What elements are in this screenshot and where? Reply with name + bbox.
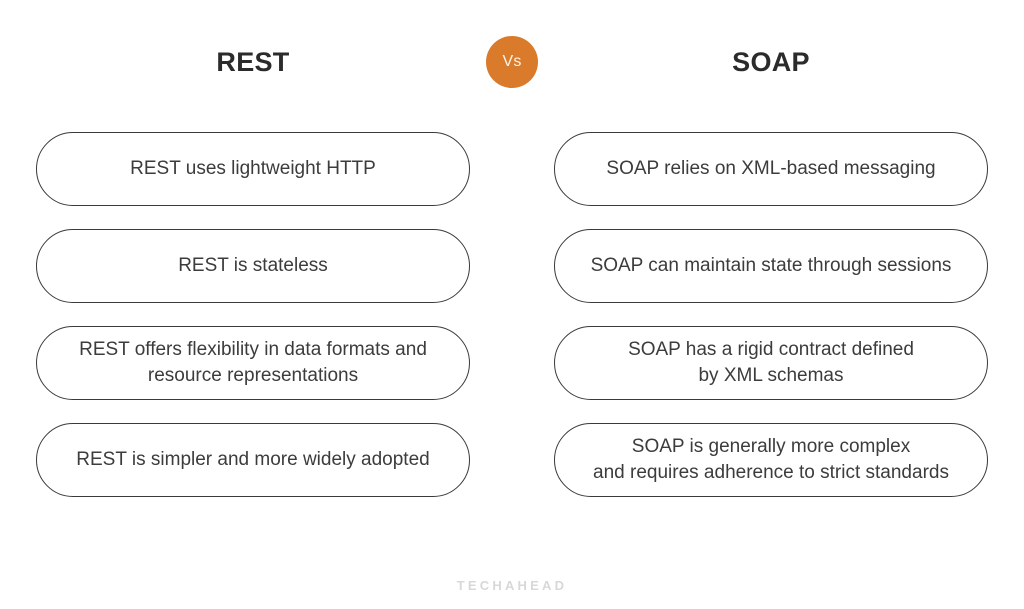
pill-rest-3: REST offers flexibility in data formats … — [36, 326, 470, 400]
pill-soap-1: SOAP relies on XML-based messaging — [554, 132, 988, 206]
pill-soap-2: SOAP can maintain state through sessions — [554, 229, 988, 303]
comparison-rows: REST uses lightweight HTTP SOAP relies o… — [0, 132, 1024, 520]
column-title-rest: REST — [216, 47, 290, 77]
pill-text: SOAP has a rigid contract defined by XML… — [628, 339, 914, 386]
brand-watermark: TECHAHEAD — [456, 578, 568, 593]
pill-text: REST is stateless — [178, 255, 328, 276]
pill-text: REST offers flexibility in data formats … — [79, 339, 427, 386]
column-title-soap: SOAP — [732, 47, 810, 77]
header-row: REST Vs SOAP — [0, 0, 1024, 122]
pill-rest-4: REST is simpler and more widely adopted — [36, 423, 470, 497]
comparison-row: REST uses lightweight HTTP SOAP relies o… — [0, 132, 1024, 206]
pill-rest-2: REST is stateless — [36, 229, 470, 303]
pill-text: REST uses lightweight HTTP — [130, 158, 376, 179]
pill-text: SOAP can maintain state through sessions — [590, 255, 952, 276]
pill-soap-4: SOAP is generally more complex and requi… — [554, 423, 988, 497]
vs-badge: Vs — [486, 36, 538, 88]
comparison-row: REST is stateless SOAP can maintain stat… — [0, 229, 1024, 303]
comparison-row: REST offers flexibility in data formats … — [0, 326, 1024, 400]
pill-text: REST is simpler and more widely adopted — [76, 449, 430, 470]
pill-soap-3: SOAP has a rigid contract defined by XML… — [554, 326, 988, 400]
comparison-row: REST is simpler and more widely adopted … — [0, 423, 1024, 497]
pill-text: SOAP is generally more complex and requi… — [593, 436, 949, 483]
pill-text: SOAP relies on XML-based messaging — [606, 158, 936, 179]
vs-badge-label: Vs — [502, 53, 522, 70]
pill-rest-1: REST uses lightweight HTTP — [36, 132, 470, 206]
